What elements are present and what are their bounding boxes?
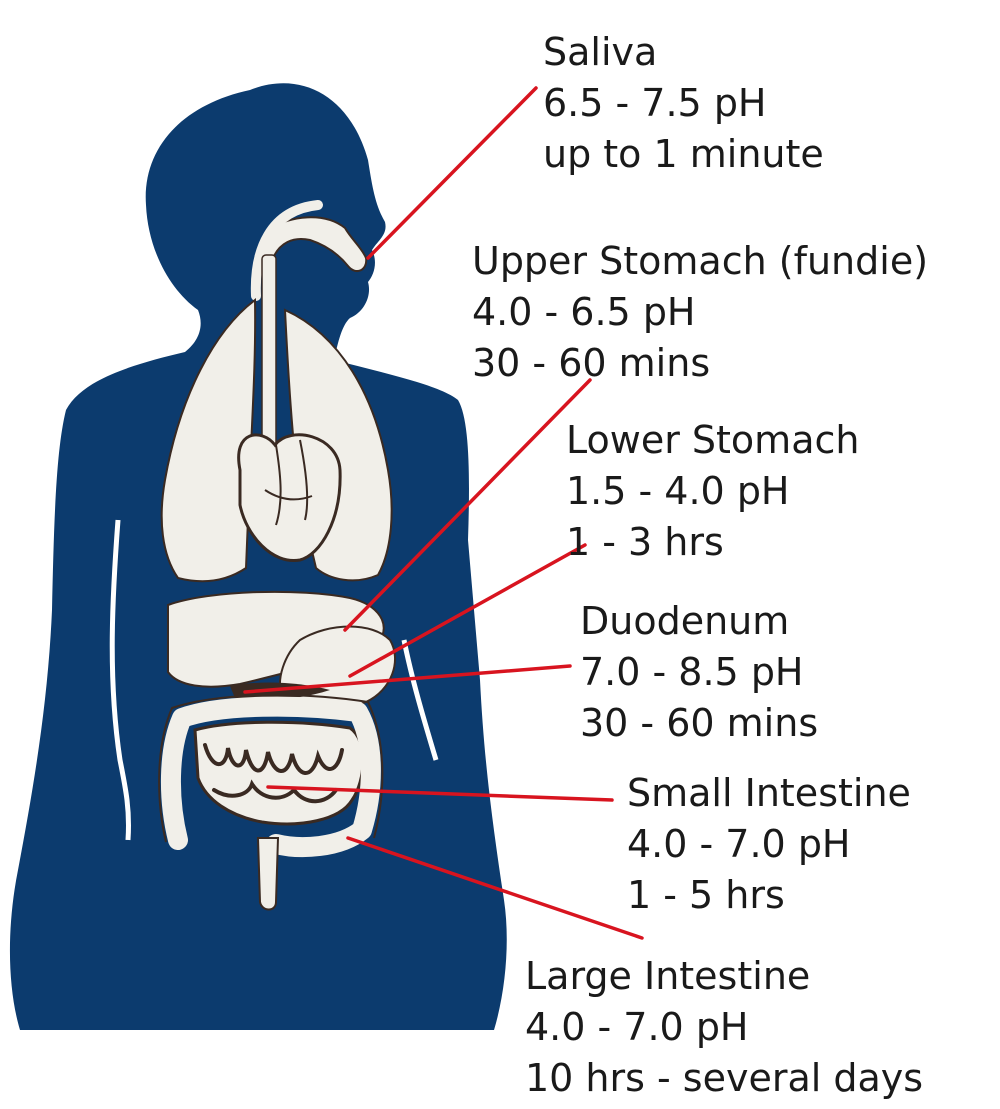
heart (237, 433, 342, 562)
saliva-time: up to 1 minute (543, 132, 824, 176)
small-intestine-name: Small Intestine (627, 771, 911, 815)
saliva-name: Saliva (543, 30, 658, 74)
leader-upper-stomach (343, 378, 592, 632)
large-intestine-ph: 4.0 - 7.0 pH (525, 1005, 749, 1049)
large-intestine-outline (158, 694, 384, 843)
leader-lines (243, 86, 644, 940)
nasal-passage (250, 200, 323, 301)
label-lower-stomach: Lower Stomach 1.5 - 4.0 pH 1 - 3 hrs (566, 415, 859, 568)
mouth-cavity (260, 216, 368, 273)
lower-stomach-name: Lower Stomach (566, 418, 860, 462)
leader-lower-stomach (348, 543, 587, 678)
lower-stomach-time: 1 - 3 hrs (566, 520, 724, 564)
small-intestine-ph: 4.0 - 7.0 pH (627, 822, 851, 866)
leader-large-intestine (346, 836, 644, 940)
rectum (256, 837, 280, 911)
right-arm-contour (401, 639, 439, 761)
upper-stomach-time: 30 - 60 mins (472, 341, 711, 385)
label-large-intestine: Large Intestine 4.0 - 7.0 pH 10 hrs - se… (525, 951, 923, 1104)
heart-vessels (264, 439, 313, 526)
large-intestine-time: 10 hrs - several days (525, 1056, 924, 1100)
small-intestine (193, 720, 365, 826)
left-arm-contour (109, 519, 132, 841)
upper-stomach-ph: 4.0 - 6.5 pH (472, 290, 696, 334)
small-intestine-coils (203, 743, 344, 804)
lower-stomach-ph: 1.5 - 4.0 pH (566, 469, 790, 513)
leader-small-intestine (266, 785, 614, 802)
saliva-ph: 6.5 - 7.5 pH (543, 81, 767, 125)
duodenum-ph: 7.0 - 8.5 pH (580, 650, 804, 694)
left-lung (160, 298, 257, 583)
body-silhouette (9, 83, 507, 1031)
small-intestine-time: 1 - 5 hrs (627, 873, 785, 917)
duodenum-name: Duodenum (580, 599, 790, 643)
leader-duodenum (243, 664, 572, 694)
label-small-intestine: Small Intestine 4.0 - 7.0 pH 1 - 5 hrs (627, 768, 911, 921)
label-upper-stomach: Upper Stomach (fundie) 4.0 - 6.5 pH 30 -… (472, 236, 928, 389)
label-duodenum: Duodenum 7.0 - 8.5 pH 30 - 60 mins (580, 596, 818, 749)
large-intestine-name: Large Intestine (525, 954, 811, 998)
leader-saliva (366, 86, 538, 260)
upper-stomach-name: Upper Stomach (fundie) (472, 239, 929, 283)
label-saliva: Saliva 6.5 - 7.5 pH up to 1 minute (543, 27, 824, 180)
duodenum-time: 30 - 60 mins (580, 701, 819, 745)
